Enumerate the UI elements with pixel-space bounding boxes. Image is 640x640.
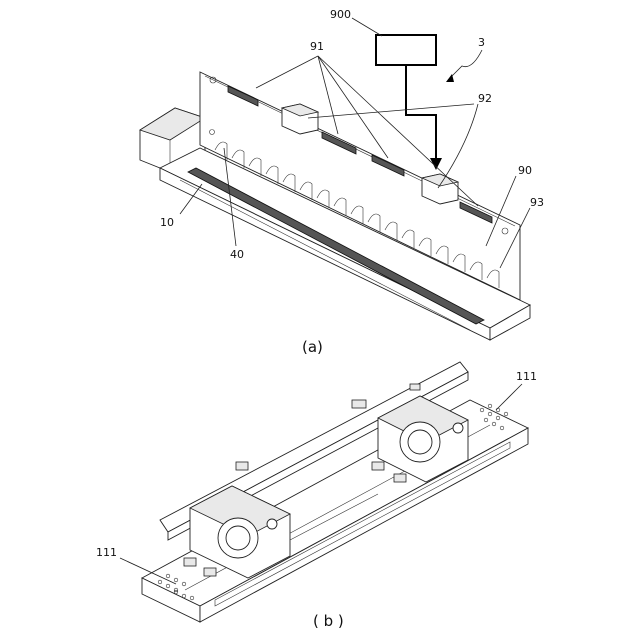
label-111-right: 111	[516, 370, 537, 383]
label-40: 40	[230, 248, 244, 261]
label-3: 3	[478, 36, 485, 49]
label-93: 93	[530, 196, 544, 209]
label-900: 900	[330, 8, 351, 21]
caption-a: (a)	[302, 338, 323, 356]
label-92: 92	[478, 92, 492, 105]
label-91: 91	[310, 40, 324, 53]
figure-a: 900 3 91 92 90 93 10 40 (a)	[140, 8, 544, 356]
caption-b: ( b )	[313, 612, 344, 630]
label-111-left: 111	[96, 546, 117, 559]
label-10: 10	[160, 216, 174, 229]
signal-arrow	[406, 65, 442, 170]
figure-b: 111 111 ( b )	[96, 362, 537, 630]
label-90: 90	[518, 164, 532, 177]
controller-box	[376, 35, 436, 65]
